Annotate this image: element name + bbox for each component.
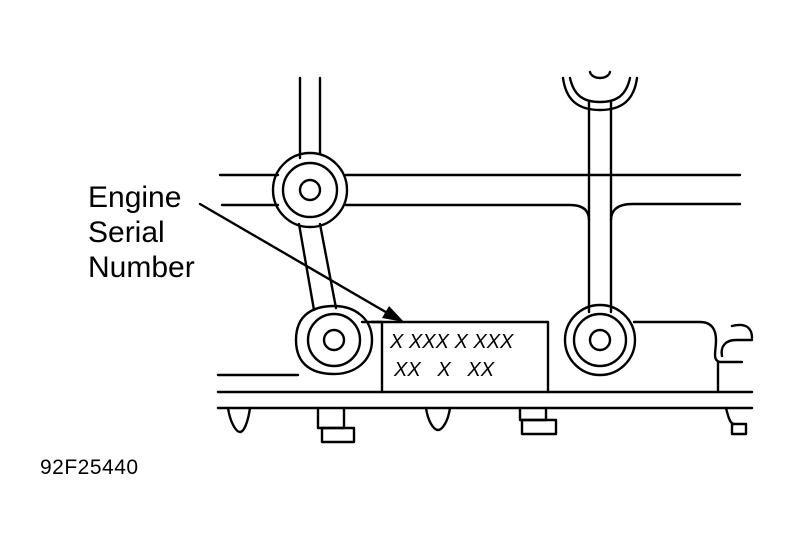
lower-left-boss	[294, 304, 374, 376]
upper-right-rod	[561, 70, 639, 314]
engine-block-base	[216, 320, 754, 410]
upper-joint-boss	[271, 151, 349, 229]
horizontal-rails	[218, 173, 742, 222]
diagonal-link	[297, 222, 338, 312]
figure-id: 92F25440	[40, 456, 139, 479]
callout-line-3: Number	[88, 251, 195, 284]
bolt-heads	[226, 406, 748, 444]
serial-stamp-row1: X XXX X XXX	[389, 331, 514, 353]
arrow-head	[382, 306, 404, 322]
upper-left-rod	[298, 76, 322, 160]
serial-stamp-row2: XX X XX	[393, 359, 495, 381]
callout-label: Engine Serial Number	[88, 180, 195, 285]
lower-right-boss	[563, 303, 637, 377]
callout-line-1: Engine	[88, 181, 182, 214]
callout-line-2: Serial	[88, 216, 165, 249]
leader-arrow	[198, 202, 398, 320]
